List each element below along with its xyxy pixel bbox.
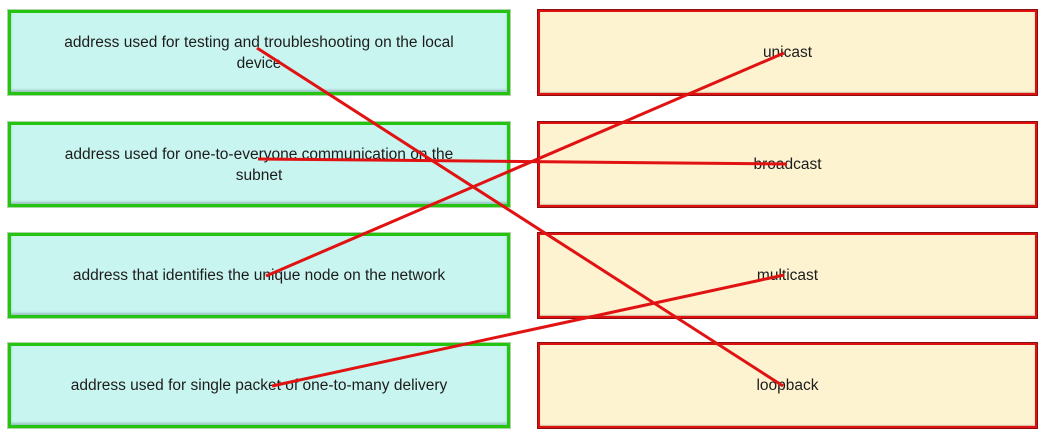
description-label: address used for testing and troubleshoo… — [64, 33, 454, 72]
term-label: loopback — [756, 377, 819, 394]
description-label: address used for single packet of one-to… — [70, 377, 448, 394]
description-label: address used for one-to-everyone communi… — [64, 145, 454, 184]
term-box-multicast[interactable]: multicast — [538, 233, 1037, 318]
term-label: unicast — [762, 44, 813, 61]
description-box-one-to-many[interactable]: address used for single packet of one-to… — [8, 343, 510, 428]
description-label: address that identifies the unique node … — [72, 267, 446, 284]
term-box-unicast[interactable]: unicast — [538, 10, 1037, 95]
description-box-unique-node[interactable]: address that identifies the unique node … — [8, 233, 510, 318]
connection-line — [256, 46, 784, 388]
term-box-broadcast[interactable]: broadcast — [538, 122, 1037, 207]
term-label: broadcast — [753, 156, 822, 173]
term-box-loopback[interactable]: loopback — [538, 343, 1037, 428]
term-label: multicast — [756, 267, 819, 284]
description-box-testing[interactable]: address used for testing and troubleshoo… — [8, 10, 510, 95]
description-box-one-to-everyone[interactable]: address used for one-to-everyone communi… — [8, 122, 510, 207]
